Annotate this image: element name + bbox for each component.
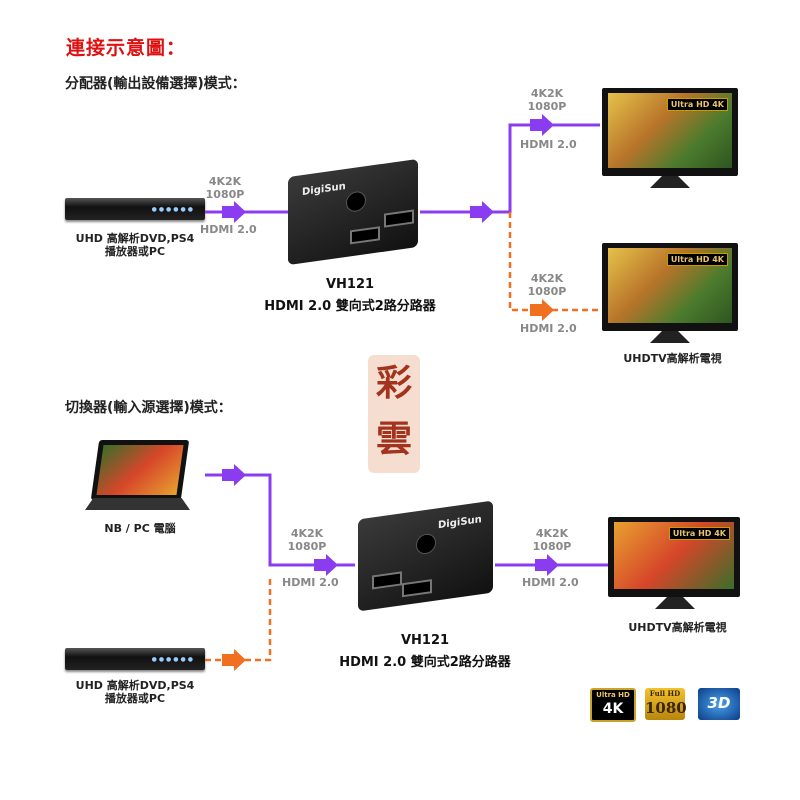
switch-device: DigiSun — [358, 500, 493, 612]
wire-out1 — [420, 123, 600, 214]
logo-text: 4K — [602, 701, 624, 717]
model-name: VH121 — [400, 633, 450, 648]
brand-logo: DigiSun — [302, 181, 346, 199]
hdmi-text: HDMI 2.0 — [520, 322, 577, 335]
p-text: 1080P — [532, 540, 572, 553]
switch-device: DigiSun — [288, 158, 418, 266]
tv-2: Ultra HD 4K — [602, 243, 738, 331]
select-button — [416, 532, 436, 556]
res-text: 4K2K — [208, 175, 242, 188]
laptop-base — [85, 498, 190, 510]
laptop — [90, 440, 190, 500]
logo-text: Full HD — [649, 689, 681, 698]
arrow-icon — [222, 464, 246, 486]
logo-text: Ultra HD — [596, 691, 630, 699]
splitter-heading: 分配器(輸出設備選擇)模式： — [65, 76, 246, 92]
arrow-icon — [470, 201, 494, 223]
p-text: 1080P — [527, 285, 567, 298]
hdmi-text: HDMI 2.0 — [200, 223, 257, 236]
page-title: 連接示意圖： — [66, 37, 187, 59]
arrow-icon — [222, 649, 246, 671]
source-label-line: UHD 高解析DVD,PS4 — [75, 679, 195, 692]
tv-label: UHDTV高解析電視 — [623, 352, 722, 365]
uhd-badge: Ultra HD 4K — [668, 527, 730, 540]
brand-logo: DigiSun — [438, 514, 482, 532]
seal-char: 彩 — [375, 362, 412, 404]
hdmi-port — [372, 571, 402, 590]
wire-dvd2 — [205, 575, 272, 662]
hdmi-text: HDMI 2.0 — [282, 576, 339, 589]
3d-logo: 3D — [698, 688, 740, 720]
tv-stand — [655, 597, 695, 609]
source-label-line: UHD 高解析DVD,PS4 — [75, 232, 195, 245]
arrow-icon — [530, 299, 554, 321]
tv-stand — [650, 176, 690, 188]
switcher-heading: 切換器(輸入源選擇)模式： — [65, 400, 232, 416]
laptop-label: NB / PC 電腦 — [104, 522, 176, 535]
uhd-badge: Ultra HD 4K — [666, 253, 728, 266]
hdmi-text: HDMI 2.0 — [522, 576, 579, 589]
model-desc: HDMI 2.0 雙向式2路分路器 — [264, 299, 436, 314]
res-text: 4K2K — [530, 272, 564, 285]
arrow-icon — [535, 554, 559, 576]
ultra-hd-4k-logo: Ultra HD 4K — [590, 688, 636, 722]
p-text: 1080P — [287, 540, 327, 553]
wire-out2 — [508, 212, 600, 312]
arrow-icon — [530, 114, 554, 136]
dvd-player: ●●●●●● — [65, 648, 205, 670]
tv-label: UHDTV高解析電視 — [628, 621, 727, 634]
source-label-line: 播放器或PC — [104, 245, 166, 258]
hdmi-text: HDMI 2.0 — [520, 138, 577, 151]
tv-3: Ultra HD 4K — [608, 517, 740, 597]
hdmi-port — [350, 226, 380, 245]
wire-laptop — [205, 473, 355, 567]
arrow-icon — [314, 554, 338, 576]
res-text: 4K2K — [290, 527, 324, 540]
tv-1: Ultra HD 4K — [602, 88, 738, 176]
select-button — [346, 190, 366, 213]
model-desc: HDMI 2.0 雙向式2路分路器 — [339, 655, 511, 670]
p-text: 1080P — [527, 100, 567, 113]
hdmi-port — [384, 209, 414, 228]
p-text: 1080P — [205, 188, 245, 201]
seal-stamp: 彩雲 — [368, 355, 420, 473]
model-name: VH121 — [325, 277, 375, 292]
res-text: 4K2K — [530, 87, 564, 100]
source-label-line: 播放器或PC — [104, 692, 166, 705]
arrow-icon — [222, 201, 246, 223]
dvd-player: ●●●●●● — [65, 198, 205, 220]
uhd-badge: Ultra HD 4K — [666, 98, 728, 111]
tv-stand — [650, 331, 690, 343]
seal-char: 雲 — [375, 418, 412, 460]
hdmi-port — [402, 579, 432, 598]
logo-text: 1080 — [645, 699, 687, 717]
res-text: 4K2K — [535, 527, 569, 540]
